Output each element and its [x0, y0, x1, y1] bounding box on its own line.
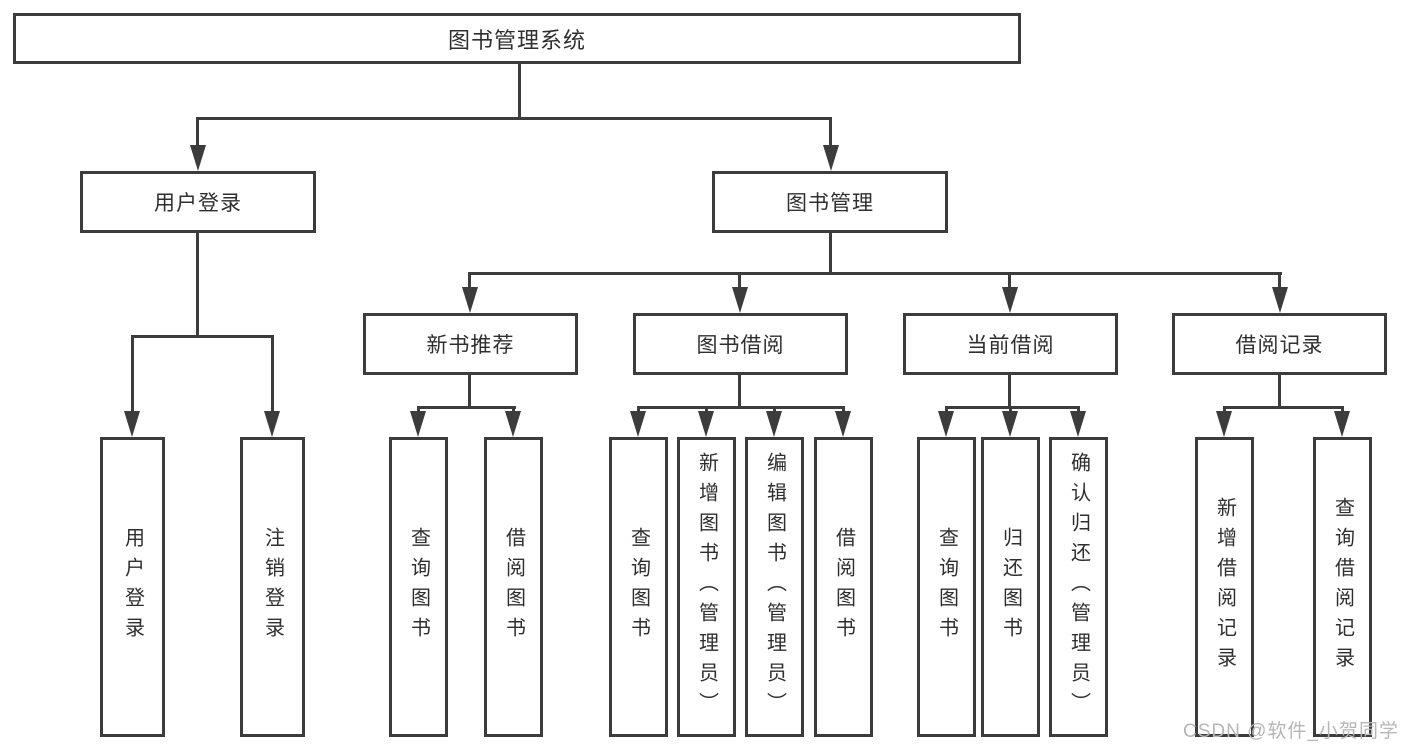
- connector-line: [518, 62, 521, 119]
- node-label: 当前借阅: [966, 334, 1055, 357]
- connector-line: [738, 272, 741, 289]
- connector-line: [196, 117, 832, 120]
- leaf-query-borrow-record: 查询借阅记录: [1313, 437, 1372, 737]
- arrow-down-icon: [823, 145, 839, 171]
- connector-line: [1278, 272, 1281, 289]
- watermark: CSDN @软件_小贺同学: [1183, 721, 1399, 742]
- leaf-borrow-books-borrowing: 借阅图书: [814, 437, 873, 737]
- node-label: 确认归还（管理员）: [1067, 452, 1090, 722]
- leaf-return-books: 归还图书: [981, 437, 1040, 737]
- connector-line: [1341, 406, 1344, 413]
- node-label: 编辑图书（管理员）: [763, 452, 786, 722]
- arrow-down-icon: [766, 411, 782, 437]
- arrow-down-icon: [505, 411, 521, 437]
- node-label: 查询图书: [935, 527, 958, 647]
- node-label: 图书借阅: [696, 334, 785, 357]
- arrow-down-icon: [264, 411, 280, 437]
- connector-line: [1223, 406, 1344, 409]
- connector-line: [738, 373, 741, 409]
- connector-line: [417, 406, 420, 413]
- connector-line: [1009, 406, 1012, 413]
- arrow-down-icon: [630, 411, 646, 437]
- leaf-borrow-books-newbook: 借阅图书: [484, 437, 543, 737]
- leaf-confirm-return-admin: 确认归还（管理员）: [1049, 437, 1108, 737]
- arrow-down-icon: [1002, 287, 1018, 313]
- arrow-down-icon: [1272, 287, 1288, 313]
- node-label: 新增借阅记录: [1213, 497, 1236, 677]
- leaf-add-borrow-record: 新增借阅记录: [1195, 437, 1254, 737]
- leaf-query-books-borrowing: 查询图书: [609, 437, 668, 737]
- node-label: 借阅记录: [1235, 334, 1324, 357]
- arrow-down-icon: [1070, 411, 1086, 437]
- arrow-down-icon: [124, 411, 140, 437]
- connector-line: [773, 406, 776, 413]
- node-borrowing-records: 借阅记录: [1172, 313, 1387, 375]
- leaf-query-books-newbook: 查询图书: [389, 437, 448, 737]
- leaf-logout-login: 注销登录: [240, 437, 305, 737]
- node-label: 查询图书: [627, 527, 650, 647]
- leaf-user-login: 用户登录: [100, 437, 165, 737]
- connector-line: [1278, 373, 1281, 409]
- arrow-down-icon: [732, 287, 748, 313]
- node-label: 图书管理系统: [447, 27, 586, 53]
- connector-line: [468, 272, 1282, 275]
- arrow-down-icon: [938, 411, 954, 437]
- node-label: 借阅图书: [502, 527, 525, 647]
- connector-line: [196, 117, 199, 147]
- node-book-borrowing: 图书借阅: [633, 313, 848, 375]
- connector-line: [945, 406, 1080, 409]
- node-label: 查询图书: [407, 527, 430, 647]
- connector-line: [271, 335, 274, 413]
- node-label: 用户登录: [121, 527, 144, 647]
- node-label: 注销登录: [261, 527, 284, 647]
- connector-line: [829, 117, 832, 147]
- connector-line: [131, 335, 274, 338]
- connector-line: [468, 373, 471, 409]
- connector-line: [829, 231, 832, 275]
- connector-line: [1077, 406, 1080, 413]
- connector-line: [1223, 406, 1226, 413]
- node-new-book-recommendation: 新书推荐: [363, 313, 578, 375]
- node-label: 新书推荐: [426, 334, 515, 357]
- arrow-down-icon: [1334, 411, 1350, 437]
- leaf-edit-books-admin: 编辑图书（管理员）: [745, 437, 804, 737]
- leaf-add-books-admin: 新增图书（管理员）: [677, 437, 736, 737]
- connector-line: [637, 406, 640, 413]
- arrow-down-icon: [698, 411, 714, 437]
- connector-line: [842, 406, 845, 413]
- node-label: 图书管理: [786, 192, 874, 215]
- node-library-management-system: 图书管理系统: [13, 13, 1021, 64]
- node-label: 用户登录: [154, 192, 242, 215]
- node-label: 新增图书（管理员）: [695, 452, 718, 722]
- leaf-query-books-current: 查询图书: [917, 437, 976, 737]
- connector-line: [1008, 373, 1011, 409]
- connector-line: [417, 406, 516, 409]
- node-label: 借阅图书: [832, 527, 855, 647]
- arrow-down-icon: [1002, 411, 1018, 437]
- node-current-borrowing: 当前借阅: [903, 313, 1118, 375]
- connector-line: [1008, 272, 1011, 289]
- node-label: 归还图书: [999, 527, 1022, 647]
- arrow-down-icon: [835, 411, 851, 437]
- connector-line: [637, 406, 845, 409]
- arrow-down-icon: [1216, 411, 1232, 437]
- arrow-down-icon: [190, 145, 206, 171]
- arrow-down-icon: [462, 287, 478, 313]
- node-user-login: 用户登录: [80, 171, 316, 233]
- connector-line: [512, 406, 515, 413]
- connector-line: [131, 335, 134, 413]
- node-label: 查询借阅记录: [1331, 497, 1354, 677]
- connector-line: [945, 406, 948, 413]
- arrow-down-icon: [410, 411, 426, 437]
- node-book-management: 图书管理: [712, 171, 948, 233]
- connector-line: [705, 406, 708, 413]
- connector-line: [196, 231, 199, 338]
- connector-line: [468, 272, 471, 289]
